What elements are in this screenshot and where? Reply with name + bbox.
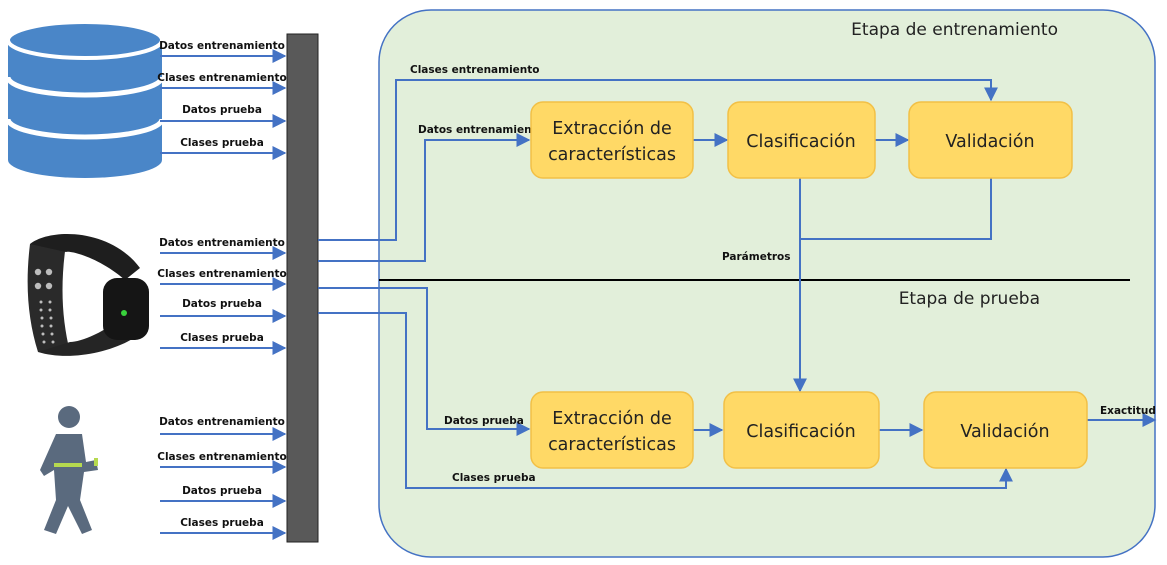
output-label: Exactitud [1100, 405, 1156, 417]
training-classification-box: Clasificación [727, 101, 876, 179]
person-input-label: Datos entrenamiento [159, 416, 285, 428]
training-feature-extraction-box: Extracción de características [530, 101, 694, 179]
db-input-label: Datos entrenamiento [159, 40, 285, 52]
testing-stage-title: Etapa de prueba [899, 289, 1040, 309]
data-bus [286, 33, 319, 543]
wristband-input-label: Clases prueba [180, 332, 264, 344]
testing-classes-label: Clases prueba [452, 472, 536, 484]
wristband-input-label: Datos entrenamiento [159, 237, 285, 249]
parameters-label: Parámetros [722, 251, 791, 263]
flow-connectors [318, 79, 1157, 489]
person-input-label: Datos prueba [182, 485, 262, 497]
training-stage-title: Etapa de entrenamiento [851, 20, 1058, 40]
testing-feature-extraction-box: Extracción de características [530, 391, 694, 469]
database-icon [5, 20, 165, 178]
db-input-label: Clases entrenamiento [157, 72, 287, 84]
box-label-line: Extracción de [552, 119, 672, 139]
box-label-line: Extracción de [552, 409, 672, 429]
box-label: Validación [960, 422, 1049, 442]
box-label-line: características [548, 145, 676, 165]
source-arrows [160, 49, 287, 540]
training-data-label: Datos entrenamiento [418, 124, 544, 136]
db-input-label: Clases prueba [180, 137, 264, 149]
person-icon [40, 406, 98, 534]
box-label-line: características [548, 435, 676, 455]
wristband-input-label: Datos prueba [182, 298, 262, 310]
box-label: Clasificación [746, 422, 855, 442]
box-label: Clasificación [746, 132, 855, 152]
wristband-icon [27, 234, 149, 356]
testing-validation-box: Validación [923, 391, 1088, 469]
testing-classification-box: Clasificación [723, 391, 880, 469]
training-validation-box: Validación [908, 101, 1073, 179]
box-label: Validación [945, 132, 1034, 152]
person-input-label: Clases entrenamiento [157, 451, 287, 463]
training-classes-label: Clases entrenamiento [410, 64, 540, 76]
person-input-label: Clases prueba [180, 517, 264, 529]
db-input-label: Datos prueba [182, 104, 262, 116]
wristband-input-label: Clases entrenamiento [157, 268, 287, 280]
testing-data-label: Datos prueba [444, 415, 524, 427]
